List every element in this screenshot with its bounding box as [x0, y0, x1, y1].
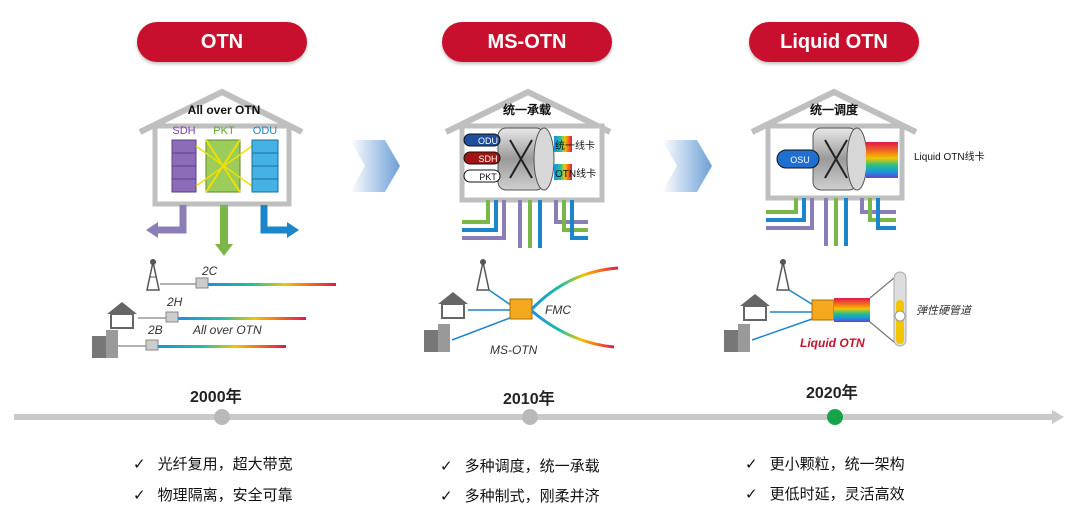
tag-sdh: SDH [172, 125, 195, 137]
bullet-otn-1: ✓光纤复用，超大带宽 [133, 455, 293, 474]
wire-label-2h: 2H [166, 295, 183, 309]
house-icon [740, 294, 770, 321]
card-label-liquid-otn: Liquid OTN线卡 [914, 150, 985, 163]
tower-icon [476, 259, 490, 291]
output-arrows-otn [146, 205, 299, 256]
liquid-otn-node [751, 277, 895, 343]
wire-2b [118, 339, 286, 351]
bullet-liquid-otn-1: ✓更小颗粒，统一架构 [745, 455, 905, 474]
card-label-unified: 统一线卡 [555, 139, 595, 152]
timeline-dot-2020 [827, 409, 843, 425]
tower-icon [146, 259, 160, 291]
timeline [14, 409, 1064, 425]
timeline-dot-2000 [214, 409, 230, 425]
roof-label-otn: All over OTN [188, 103, 261, 117]
fmc-node [451, 266, 619, 349]
year-2000: 2000年 [190, 389, 242, 406]
bullet-otn-2: ✓物理隔离，安全可靠 [133, 486, 293, 505]
tunnel-sdh [463, 151, 501, 165]
bullet-ms-otn-2: ✓多种制式，刚柔并济 [440, 487, 600, 506]
tag-pkt: PKT [213, 125, 235, 137]
wire-label-2c: 2C [201, 264, 218, 278]
check-icon: ✓ [133, 455, 146, 473]
year-2010: 2010年 [503, 391, 555, 408]
stage-title-ms-otn: MS-OTN [442, 22, 612, 62]
tag-pkt: PKT [479, 172, 497, 182]
stage-title-liquid-otn: Liquid OTN [749, 22, 919, 62]
check-icon: ✓ [440, 457, 453, 475]
building-icon [92, 330, 118, 358]
switch-rack-sdh [171, 139, 197, 193]
switch-rack-odu [251, 139, 279, 193]
check-icon: ✓ [745, 455, 758, 473]
building-icon [724, 324, 750, 352]
cross-connect-switch [497, 127, 572, 191]
tag-sdh: SDH [478, 154, 497, 164]
stage-title-otn: OTN [137, 22, 307, 62]
net-label-elastic: 弹性硬管道 [916, 304, 973, 317]
tower-icon [776, 259, 790, 291]
chevron-right-icon [662, 140, 712, 192]
net-label-fmc: FMC [545, 303, 571, 317]
house-icon [107, 302, 137, 329]
timeline-dot-2010 [522, 409, 538, 425]
building-icon [424, 324, 450, 352]
wire-2c [160, 277, 336, 289]
card-label-otn: OTN线卡 [555, 167, 596, 180]
switch-rack-pkt [195, 139, 253, 193]
chevron-right-icon [350, 140, 400, 192]
bullet-liquid-otn-2: ✓更低时延，灵活高效 [745, 485, 905, 504]
roof-label-ms-otn: 统一承载 [503, 102, 551, 117]
tunnel-pkt [463, 169, 501, 183]
net-label-otn: All over OTN [192, 323, 262, 337]
net-label-liquid-otn: Liquid OTN [800, 336, 865, 350]
tunnel-odu [463, 133, 501, 147]
osu-switch [776, 127, 898, 191]
tag-odu: ODU [478, 136, 498, 146]
check-icon: ✓ [440, 487, 453, 505]
output-arrows-ms-otn [462, 200, 588, 248]
net-label-ms-otn: MS-OTN [490, 343, 538, 357]
output-arrows-liquid-otn [766, 198, 896, 246]
check-icon: ✓ [745, 485, 758, 503]
elastic-pipe-slider [893, 271, 907, 347]
tag-osu: OSU [790, 155, 810, 165]
bullet-ms-otn-1: ✓多种调度，统一承载 [440, 457, 600, 476]
tag-odu: ODU [253, 125, 278, 137]
house-icon [438, 292, 468, 319]
year-2020: 2020年 [806, 385, 858, 402]
wire-2h [138, 311, 306, 323]
wire-label-2b: 2B [147, 323, 163, 337]
roof-label-liquid-otn: 统一调度 [810, 102, 859, 117]
check-icon: ✓ [133, 486, 146, 504]
